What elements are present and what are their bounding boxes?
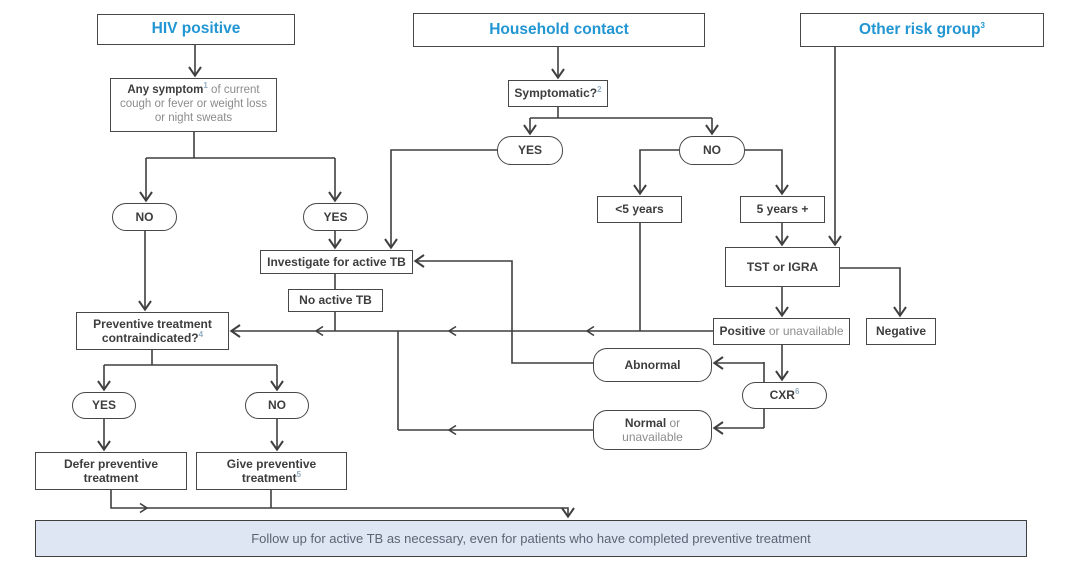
node-yes-symptomatic: YES	[497, 136, 563, 165]
node-yes-symptoms: YES	[303, 203, 368, 231]
node-normal-or-unavailable: Normal or unavailable	[593, 410, 712, 450]
node-under-5-years: <5 years	[597, 196, 682, 223]
node-defer-preventive-treatment: Defer preventive treatment	[35, 452, 187, 490]
node-investigate-active-tb: Investigate for active TB	[260, 250, 413, 274]
node-5-years-plus: 5 years +	[740, 196, 825, 223]
node-symptomatic: Symptomatic?2	[508, 80, 608, 107]
node-no-symptoms: NO	[112, 203, 177, 231]
node-abnormal: Abnormal	[593, 348, 712, 382]
node-no-symptomatic: NO	[679, 136, 745, 165]
node-give-preventive-treatment: Give preventive treatment5	[196, 452, 347, 490]
node-no-contraindicated: NO	[245, 392, 309, 419]
node-household-contact: Household contact	[413, 13, 705, 47]
node-preventive-contraindicated: Preventive treatment contraindicated?4	[76, 312, 229, 350]
node-any-symptom: Any symptom1 of current cough or fever o…	[110, 78, 277, 132]
node-positive-or-unavailable: Positive or unavailable	[713, 318, 850, 345]
node-yes-contraindicated: YES	[72, 392, 136, 419]
node-other-risk-group: Other risk group3	[800, 13, 1044, 47]
node-tst-or-igra: TST or IGRA	[725, 247, 840, 287]
footer-follow-up-bar: Follow up for active TB as necessary, ev…	[35, 520, 1027, 557]
node-hiv-positive: HIV positive	[97, 14, 295, 45]
node-negative: Negative	[866, 318, 936, 345]
node-no-active-tb: No active TB	[288, 289, 383, 312]
node-cxr: CXR6	[742, 382, 827, 409]
